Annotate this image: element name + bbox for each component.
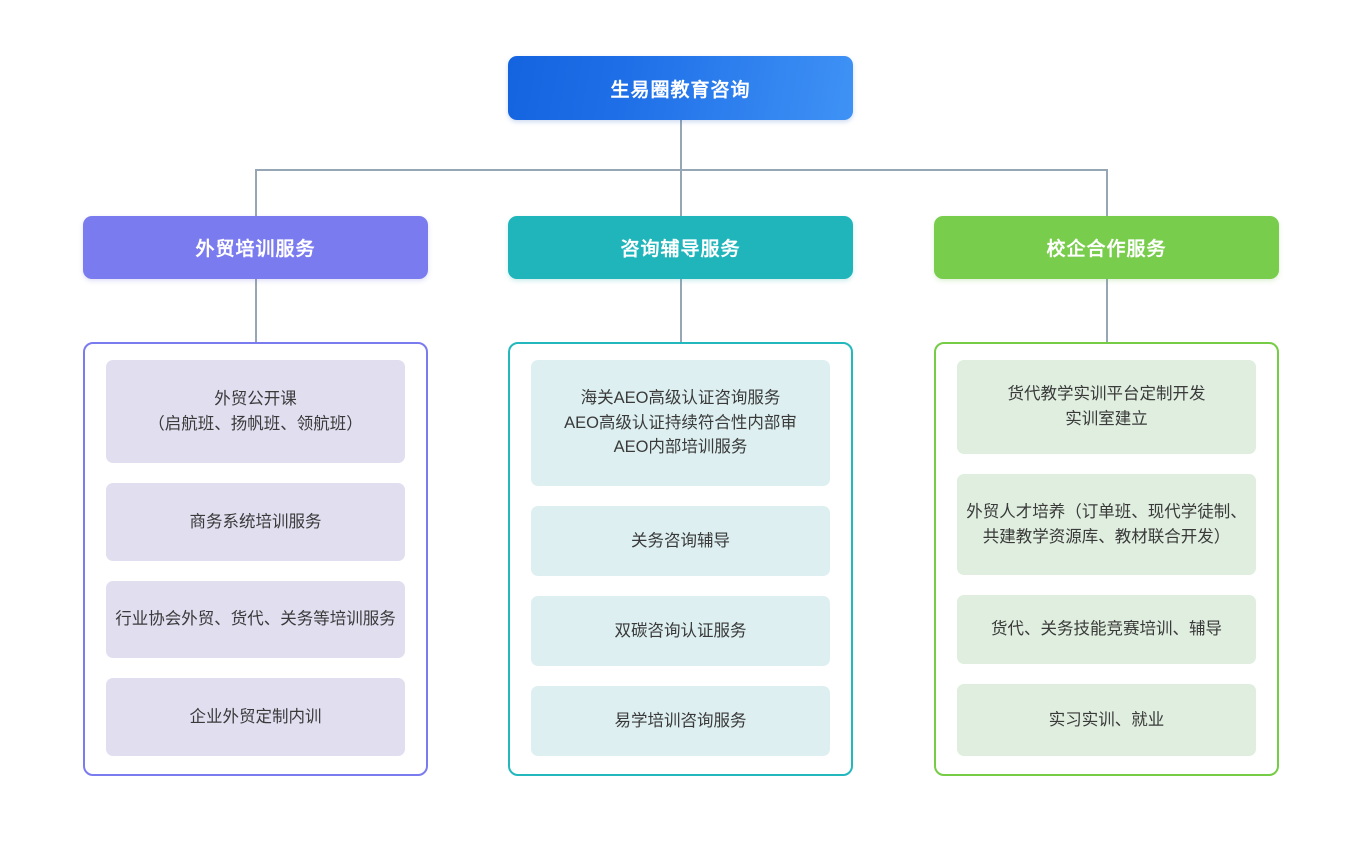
leaf-item[interactable]: 外贸人才培养（订单班、现代学徒制、共建教学资源库、教材联合开发） bbox=[957, 474, 1256, 575]
connector-branch-1-body bbox=[255, 279, 257, 342]
branch-foreign-trade-training: 外贸培训服务 外贸公开课 （启航班、扬帆班、领航班） 商务系统培训服务 行业协会… bbox=[83, 216, 428, 776]
leaf-item[interactable]: 外贸公开课 （启航班、扬帆班、领航班） bbox=[106, 360, 405, 464]
branch-header-foreign-trade-training[interactable]: 外贸培训服务 bbox=[83, 216, 428, 279]
leaf-item[interactable]: 易学培训咨询服务 bbox=[531, 686, 830, 757]
leaf-item[interactable]: 双碳咨询认证服务 bbox=[531, 595, 830, 666]
leaf-item[interactable]: 货代教学实训平台定制开发 实训室建立 bbox=[957, 360, 1256, 455]
connector-drop-branch-1 bbox=[255, 169, 257, 217]
leaf-item[interactable]: 关务咨询辅导 bbox=[531, 505, 830, 576]
connector-root-stem bbox=[680, 120, 682, 170]
leaf-item[interactable]: 实习实训、就业 bbox=[957, 684, 1256, 756]
connector-branch-2-body bbox=[680, 279, 682, 342]
leaf-item[interactable]: 货代、关务技能竞赛培训、辅导 bbox=[957, 594, 1256, 665]
root-node-label: 生易圈教育咨询 bbox=[610, 79, 751, 101]
branch-header-school-enterprise-cooperation[interactable]: 校企合作服务 bbox=[934, 216, 1279, 279]
connector-drop-branch-2 bbox=[680, 169, 682, 217]
branch-header-label: 校企合作服务 bbox=[1046, 239, 1167, 260]
branch-body-consulting-guidance: 海关AEO高级认证咨询服务 AEO高级认证持续符合性内部审 AEO内部培训服务 … bbox=[508, 342, 853, 776]
connector-branch-3-body bbox=[1106, 279, 1108, 342]
leaf-item[interactable]: 行业协会外贸、货代、关务等培训服务 bbox=[106, 580, 405, 659]
leaf-item[interactable]: 企业外贸定制内训 bbox=[106, 678, 405, 756]
connector-drop-branch-3 bbox=[1106, 169, 1108, 217]
branch-body-school-enterprise-cooperation: 货代教学实训平台定制开发 实训室建立 外贸人才培养（订单班、现代学徒制、共建教学… bbox=[934, 342, 1279, 776]
connector-horizontal-bus bbox=[255, 169, 1107, 171]
branch-header-consulting-guidance[interactable]: 咨询辅导服务 bbox=[508, 216, 853, 279]
branch-header-label: 咨询辅导服务 bbox=[620, 239, 741, 260]
branch-school-enterprise-cooperation: 校企合作服务 货代教学实训平台定制开发 实训室建立 外贸人才培养（订单班、现代学… bbox=[934, 216, 1279, 776]
branch-consulting-guidance: 咨询辅导服务 海关AEO高级认证咨询服务 AEO高级认证持续符合性内部审 AEO… bbox=[508, 216, 853, 776]
branch-header-label: 外贸培训服务 bbox=[195, 239, 316, 260]
root-node[interactable]: 生易圈教育咨询 bbox=[508, 56, 853, 120]
leaf-item[interactable]: 海关AEO高级认证咨询服务 AEO高级认证持续符合性内部审 AEO内部培训服务 bbox=[531, 360, 830, 486]
leaf-item[interactable]: 商务系统培训服务 bbox=[106, 483, 405, 561]
branch-body-foreign-trade-training: 外贸公开课 （启航班、扬帆班、领航班） 商务系统培训服务 行业协会外贸、货代、关… bbox=[83, 342, 428, 776]
